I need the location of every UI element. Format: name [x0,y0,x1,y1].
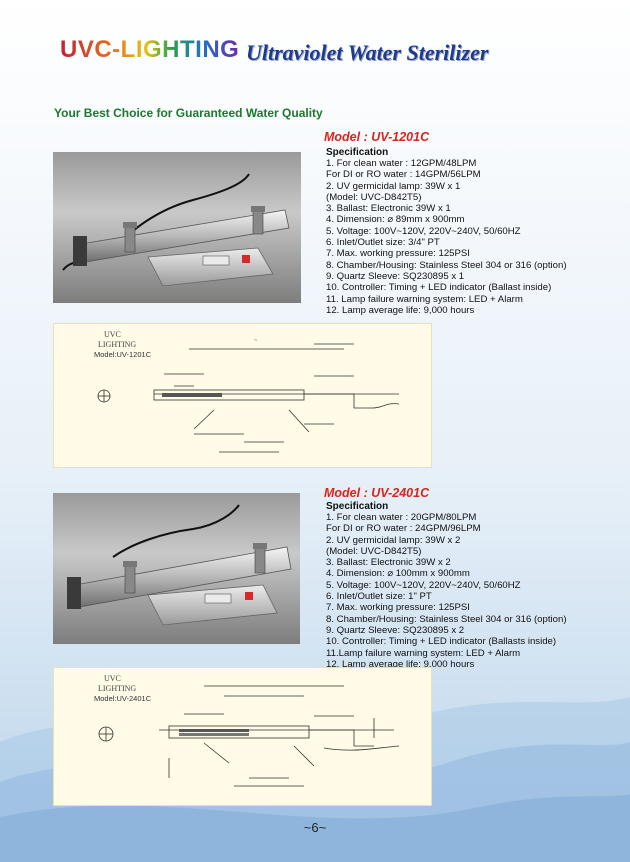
spec-item: 9. Quartz Sleeve: SQ230895 x 1 [326,270,465,282]
spec-item: 10. Controller: Timing + LED indicator (… [326,282,552,294]
spec-item: 6. Inlet/Outlet size: 1" PT [326,591,432,603]
spec-item: 7. Max. working pressure: 125PSI [326,602,470,614]
spec-item: 4. Dimension: ⌀ 89mm x 900mm [326,214,465,226]
spec-item: 5. Voltage: 100V~120V, 220V~240V, 50/60H… [326,225,521,237]
product-photo-uv-2401c [53,493,300,644]
diagram-brand-label: UVC [104,674,121,683]
spec-item: 5. Voltage: 100V~120V, 220V~240V, 50/60H… [326,579,521,591]
page-title: Ultraviolet Water Sterilizer [246,40,489,65]
product-photo-uv-1201c [53,152,301,303]
spec-item: 9. Quartz Sleeve: SQ230895 x 2 [326,624,465,636]
spec-item: 11.Lamp failure warning system: LED + Al… [326,647,521,659]
spec-list-uv-2401c: 1. For clean water : 20GPM/80LPM For DI … [326,512,567,670]
spec-item: 2. UV germicidal lamp: 39W x 2 [326,534,461,546]
diagram-brand-label: LIGHTING [98,340,137,349]
spec-item: 3. Ballast: Electronic 39W x 1 [326,203,451,215]
diagram-brand-label: LIGHTING [98,684,137,693]
spec-item: 12. Lamp average life: 9,000 hours [326,658,475,670]
spec-item: 8. Chamber/Housing: Stainless Steel 304 … [326,259,567,271]
spec-item: 3. Ballast: Electronic 39W x 2 [326,557,451,569]
brand-logo: UVC-LIGHTING [60,36,239,64]
spec-item: 7. Max. working pressure: 125PSI [326,248,470,260]
spec-item: 1. For clean water : 12GPM/48LPM [326,158,477,169]
page-number: ~6~ [303,820,327,835]
spec-item: For DI or RO water : 24GPM/96LPM [326,523,481,535]
spec-item: (Model: UVC-D842T5) [326,191,422,203]
spec-item: 8. Chamber/Housing: Stainless Steel 304 … [326,613,567,625]
logo-text: UVC-LIGHTING [60,36,240,63]
diagram-model-label: Model:UV-2401C [94,694,152,703]
spec-item: 10. Controller: Timing + LED indicator (… [326,636,557,648]
spec-heading: Specification [326,501,389,512]
spec-item: 4. Dimension: ⌀ 100mm x 900mm [326,568,470,580]
spec-item: 11. Lamp failure warning system: LED + A… [326,293,523,305]
svg-text:~: ~ [254,338,257,344]
spec-item: (Model: UVC-D842T5) [326,545,422,557]
dimension-diagram-uv-1201c: UVC LIGHTING Model:UV-1201C ~ [53,323,432,468]
model-title-uv-1201c: Model : UV-1201C [324,130,430,144]
spec-item: 6. Inlet/Outlet size: 3/4" PT [326,237,440,249]
tagline: Your Best Choice for Guaranteed Water Qu… [54,106,323,120]
spec-heading: Specification [326,147,389,158]
diagram-brand-label: UVC [104,330,121,339]
spec-list-uv-1201c: 1. For clean water : 12GPM/48LPM For DI … [326,158,567,316]
spec-item: 12. Lamp average life: 9,000 hours [326,304,475,316]
dimension-diagram-uv-2401c: UVC LIGHTING Model:UV-2401C [53,667,432,806]
spec-item: 2. UV germicidal lamp: 39W x 1 [326,180,461,192]
spec-item: For DI or RO water : 14GPM/56LPM [326,169,481,181]
model-title-uv-2401c: Model : UV-2401C [324,486,430,500]
diagram-model-label: Model:UV-1201C [94,350,152,359]
spec-item: 1. For clean water : 20GPM/80LPM [326,512,477,523]
